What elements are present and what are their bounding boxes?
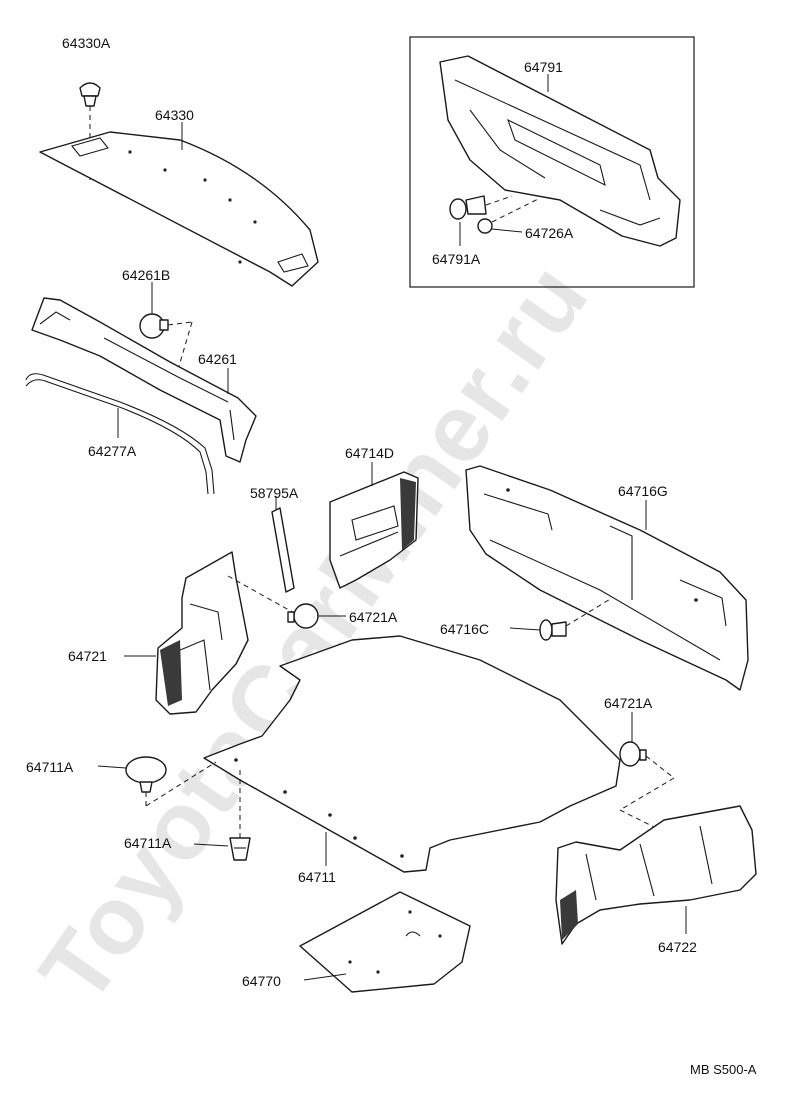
label-64716G: 64716G	[618, 483, 668, 499]
part-64770-mat[interactable]	[299, 891, 471, 993]
label-64711A-top: 64711A	[26, 759, 74, 775]
label-64330: 64330	[155, 107, 194, 123]
part-64726A-nut[interactable]	[477, 197, 541, 234]
part-64714D-side-trim[interactable]	[329, 471, 419, 589]
label-58795A: 58795A	[250, 485, 299, 501]
label-64261B: 64261B	[122, 267, 170, 283]
part-64711-floor-mat[interactable]	[203, 635, 621, 873]
part-64261B-clip[interactable]	[139, 313, 193, 391]
part-64711A-clip-bottom[interactable]	[229, 770, 251, 861]
label-64714D: 64714D	[345, 445, 394, 461]
label-64722: 64722	[658, 939, 697, 955]
label-64770: 64770	[242, 973, 281, 989]
part-64791-trim-panel[interactable]	[439, 55, 681, 247]
label-64277A: 64277A	[88, 443, 137, 459]
part-58795A-strip[interactable]	[271, 507, 295, 593]
label-64726A: 64726A	[525, 225, 574, 241]
label-64261: 64261	[198, 351, 237, 367]
label-64330A: 64330A	[62, 35, 111, 51]
inset-box	[409, 36, 695, 288]
label-64791: 64791	[524, 59, 563, 75]
part-64277A-weatherstrip[interactable]	[25, 373, 215, 495]
label-64711A-bottom: 64711A	[124, 835, 172, 851]
part-64722-side-trim[interactable]	[555, 805, 757, 945]
label-64716C: 64716C	[440, 621, 489, 637]
diagram-code: MB S500-A	[690, 1062, 757, 1077]
label-64721A-top: 64721A	[349, 609, 398, 625]
label-64711: 64711	[298, 869, 336, 885]
part-64716G-trim-panel[interactable]	[465, 465, 749, 691]
label-64721: 64721	[68, 648, 107, 664]
part-64791A-clip[interactable]	[449, 195, 513, 220]
part-64330-package-tray[interactable]	[39, 131, 319, 287]
part-64711A-clip-top[interactable]	[125, 756, 217, 807]
label-64721A-right: 64721A	[604, 695, 653, 711]
part-64721A-clip-right[interactable]	[619, 741, 675, 833]
part-64721-side-trim[interactable]	[155, 551, 297, 715]
label-64791A: 64791A	[432, 251, 481, 267]
part-64716C-clip[interactable]	[539, 597, 613, 641]
part-64261-panel-trim[interactable]	[31, 297, 257, 463]
